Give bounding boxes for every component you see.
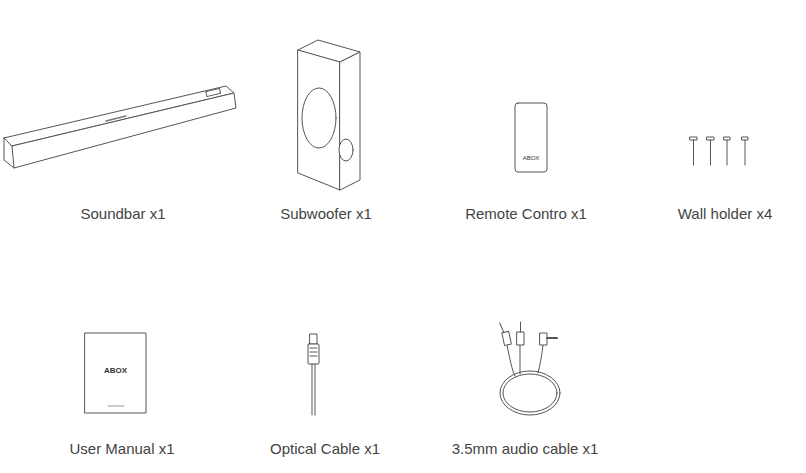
rca-pin — [520, 322, 521, 332]
soundbar-drawing — [4, 86, 236, 168]
rca-pin — [500, 323, 504, 333]
optical-plug — [308, 344, 319, 364]
optical-wire — [312, 364, 313, 415]
subwoofer-port — [339, 139, 353, 161]
optical-grip — [310, 348, 317, 349]
soundbar-front — [4, 93, 236, 168]
screw-shaft — [693, 140, 694, 165]
subwoofer-driver — [302, 88, 336, 148]
cable-wire — [507, 345, 515, 376]
item-caption: Wall holder x4 — [678, 205, 772, 223]
jack-plug — [540, 333, 547, 345]
brand-mark: ABOX — [104, 366, 127, 376]
soundbar-button — [206, 88, 221, 96]
optical-tip — [310, 334, 317, 344]
remote-drawing — [515, 103, 547, 172]
subwoofer-side — [340, 52, 360, 190]
wall-holder-drawing — [690, 137, 748, 165]
item-caption: Subwoofer x1 — [280, 205, 372, 223]
item-caption: Remote Contro x1 — [465, 205, 587, 223]
soundbar-edge — [12, 146, 14, 168]
cable-loop — [500, 371, 560, 415]
cable-wire — [538, 345, 543, 373]
rca-plug — [517, 332, 524, 345]
cable-wire — [520, 345, 521, 374]
cable-loop — [503, 374, 557, 412]
item-caption: User Manual x1 — [69, 440, 174, 458]
subwoofer-drawing — [298, 40, 360, 190]
soundbar-logo — [106, 116, 126, 121]
rca-plug — [502, 331, 512, 345]
optical-grip — [310, 352, 317, 353]
audio-cable-drawing — [500, 322, 560, 415]
optical-grip — [310, 356, 317, 357]
screw-shaft — [745, 140, 746, 165]
item-caption: Optical Cable x1 — [270, 440, 380, 458]
screw-shaft — [710, 140, 711, 165]
jack-pin — [547, 337, 557, 339]
item-caption: 3.5mm audio cable x1 — [452, 440, 599, 458]
manual-drawing — [85, 333, 146, 413]
subwoofer-front — [298, 50, 340, 190]
optical-wire — [315, 364, 316, 415]
brand-mark: ABOX — [523, 155, 540, 162]
item-caption: Soundbar x1 — [80, 205, 165, 223]
screw-shaft — [727, 140, 728, 165]
optical-cable-drawing — [308, 334, 319, 415]
manual-fine-print — [108, 406, 124, 407]
